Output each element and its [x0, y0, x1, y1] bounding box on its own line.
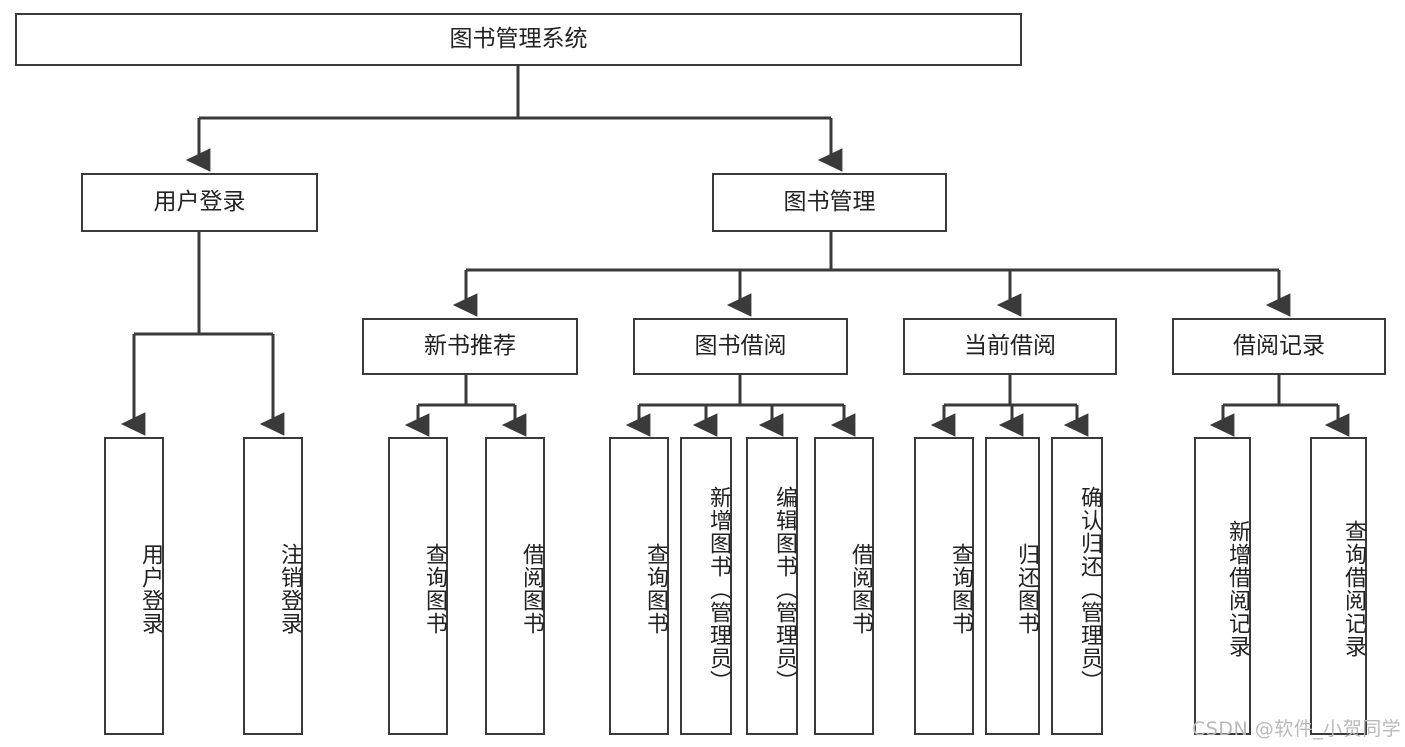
- node-leaf-add-record[interactable]: 新增借阅记录: [1194, 437, 1251, 735]
- node-leaf-query-book-rec[interactable]: 查询图书: [388, 437, 448, 735]
- node-book-manage[interactable]: 图书管理: [712, 173, 947, 232]
- node-new-book-recommend-label: 新书推荐: [424, 333, 516, 360]
- node-leaf-query-record-label: 查询借阅记录: [1341, 520, 1366, 658]
- node-leaf-user-login-label: 用户登录: [138, 543, 163, 635]
- node-leaf-borrow-book-rec[interactable]: 借阅图书: [485, 437, 545, 735]
- node-leaf-query-book-rec-label: 查询图书: [422, 543, 447, 635]
- node-new-book-recommend[interactable]: 新书推荐: [362, 318, 578, 375]
- node-leaf-borrow-book-rec-label: 借阅图书: [519, 543, 544, 635]
- node-user-login[interactable]: 用户登录: [81, 173, 318, 232]
- node-leaf-add-book[interactable]: 新增图书（管理员）: [680, 437, 732, 735]
- node-leaf-return-book[interactable]: 归还图书: [985, 437, 1040, 735]
- node-leaf-borrow-book-label: 借阅图书: [848, 543, 873, 635]
- node-leaf-add-book-label: 新增图书（管理员）: [706, 485, 731, 693]
- node-leaf-confirm-return-label: 确认归还（管理员）: [1077, 485, 1102, 693]
- node-leaf-query-book-cur-label: 查询图书: [948, 543, 973, 635]
- node-book-manage-label: 图书管理: [783, 189, 876, 216]
- node-leaf-add-record-label: 新增借阅记录: [1225, 520, 1250, 658]
- node-borrow-record[interactable]: 借阅记录: [1172, 318, 1386, 375]
- node-leaf-logout-label: 注销登录: [277, 543, 302, 635]
- node-leaf-edit-book[interactable]: 编辑图书（管理员）: [746, 437, 798, 735]
- node-current-borrow-label: 当前借阅: [964, 333, 1056, 360]
- node-user-login-label: 用户登录: [153, 189, 246, 216]
- node-book-borrow-label: 图书借阅: [694, 333, 787, 360]
- node-leaf-query-record[interactable]: 查询借阅记录: [1310, 437, 1367, 735]
- node-leaf-user-login[interactable]: 用户登录: [104, 437, 164, 735]
- node-leaf-query-book-cur[interactable]: 查询图书: [914, 437, 974, 735]
- node-leaf-borrow-book[interactable]: 借阅图书: [814, 437, 874, 735]
- watermark: CSDN @软件_小贺同学: [1192, 718, 1402, 740]
- node-leaf-edit-book-label: 编辑图书（管理员）: [772, 485, 797, 693]
- node-leaf-return-book-label: 归还图书: [1014, 543, 1039, 635]
- node-root[interactable]: 图书管理系统: [15, 13, 1022, 66]
- node-leaf-confirm-return[interactable]: 确认归还（管理员）: [1051, 437, 1103, 735]
- node-borrow-record-label: 借阅记录: [1233, 333, 1325, 360]
- node-leaf-logout[interactable]: 注销登录: [243, 437, 303, 735]
- node-current-borrow[interactable]: 当前借阅: [903, 318, 1117, 375]
- node-leaf-query-book-borrow-label: 查询图书: [643, 543, 668, 635]
- node-root-label: 图书管理系统: [449, 26, 588, 53]
- node-leaf-query-book-borrow[interactable]: 查询图书: [609, 437, 669, 735]
- node-book-borrow[interactable]: 图书借阅: [633, 318, 848, 375]
